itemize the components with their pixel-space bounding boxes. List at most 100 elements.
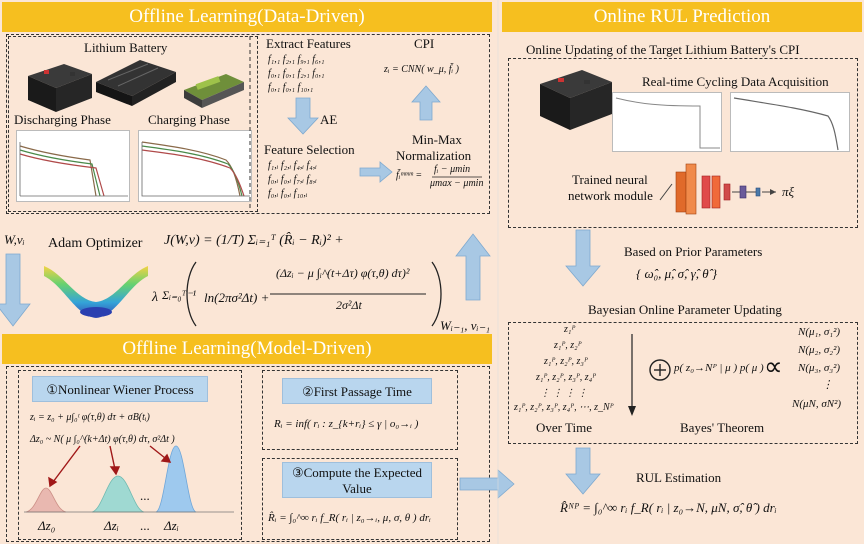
fpt-header: ②First Passage Time (282, 378, 432, 404)
selected-feature-row: f₁,ᵢ f₂,ᵢ f₄,ᵢ f₄,ᵢ (268, 160, 317, 171)
triangle-row-3: z₁ᴾ, z₂ᴾ, z₃ᴾ, z₄ᴾ (536, 372, 597, 383)
cpi-title: CPI (414, 36, 435, 51)
minmax-denominator: μmax − μmin (430, 178, 484, 189)
extract-feature-row: f₁,₁ f₂,₁ f₉,₁ f₆,₁ (268, 54, 325, 65)
online-band: Online RUL Prediction (502, 2, 862, 32)
dist-arrows (48, 445, 172, 488)
triangle-row-4: ⋮ ⋮ ⋮ ⋮ (540, 388, 588, 399)
offline-model-band: Offline Learning(Model-Driven) (2, 334, 492, 364)
extract-feature-row: f₀,₁ f₀,₁ f₂,₁ f₀,₁ (268, 68, 325, 79)
battery-module-image (184, 74, 244, 108)
discharge-curves (19, 142, 128, 197)
offline-model-frame (6, 366, 490, 542)
params-right: Wᵢ₋₁, vᵢ₋₁ (440, 318, 490, 333)
expected-equation: R̂ᵢ = ∫₀^∞ rᵢ f_R( rᵢ | z₀→ᵢ, μ, σ, θ ) … (268, 512, 431, 524)
to-online-arrow (459, 469, 515, 499)
online-curve-2 (733, 97, 839, 151)
dist-label-1: Δzᵢ (104, 518, 119, 533)
bayes-box (508, 322, 858, 444)
wiener-increment-equation: Δz₀ ~ N( μ ∫₀^(k+Δt) φ(τ,θ) dτ, σ²Δt ) (30, 434, 175, 445)
selected-feature-row: f₀,ᵢ f₀,ᵢ f₁₀,ᵢ (268, 188, 308, 199)
posterior-4: N(μN, σN²) (792, 398, 842, 410)
bayes-title: Bayesian Online Parameter Updating (588, 302, 782, 317)
rul-title: RUL Estimation (636, 470, 722, 485)
charge-curves (141, 141, 250, 197)
minmax-lhs: f̃ᵢᵐᵐᵐ = (396, 170, 423, 181)
dist-label-2: Δzᵢ (164, 518, 179, 533)
ae-label: AE (320, 112, 338, 127)
feature-selection-title: Feature Selection (264, 142, 355, 157)
prior-params: { ω̂₀, μ̂, σ̂, γ̂, θ̂ } (636, 266, 718, 281)
triangle-row-5: z₁ᴾ, z₂ᴾ, z₃ᴾ, z₄ᴾ, ⋯, z_Nᴾ (514, 402, 614, 413)
selected-feature-row: f₀,ᵢ f₀,ᵢ f₇,ᵢ f₈,ᵢ (268, 174, 317, 185)
over-time-label: Over Time (536, 420, 592, 435)
rul-equation: R̂ᴺᴾ = ∫₀^∞ rᵢ f_R( rᵢ | z₀→N, μN, σ̂, θ… (560, 500, 777, 515)
wiener-box (18, 370, 242, 540)
plus-circle (649, 359, 671, 381)
bayes-likelihood-prior: p( z₀→Nᴾ | μ ) p( μ ) (674, 362, 764, 374)
online-down-arrow-1 (565, 229, 601, 287)
charging-label: Charging Phase (148, 112, 230, 127)
expected-header: ③Compute the Expected Value (282, 462, 432, 498)
distribution-curve-0 (25, 487, 67, 513)
lambda-symbol: λ (152, 290, 159, 305)
left-down-arrow (0, 253, 31, 327)
to-minmax-arrow (359, 161, 393, 183)
charge-curve-plot (138, 130, 252, 202)
extract-feature-row: f₀,₁ f₀,₁ f₁₀,₁ (268, 82, 314, 93)
expected-header-line1: ③Compute the Expected (291, 465, 423, 480)
online-down-arrow-2 (565, 447, 601, 495)
posterior-1: N(μ₂, σ₂²) (798, 344, 841, 356)
discharge-curve-plot (16, 130, 130, 202)
cpi-update-box (508, 58, 858, 228)
minmax-numerator: fᵢ − μmin (434, 164, 471, 175)
minmax-title-2: Normalization (396, 148, 472, 163)
cpi-update-title: Online Updating of the Target Lithium Ba… (526, 42, 800, 57)
minmax-title: Min-Max (412, 132, 462, 147)
posterior-2: N(μ₃, σ₃²) (798, 362, 841, 374)
fpt-box (262, 370, 458, 450)
trained-nn-label-2: network module (568, 188, 653, 203)
distribution-curve-2 (155, 445, 197, 513)
dist-dots-upper: ... (140, 488, 150, 503)
extract-features-title: Extract Features (266, 36, 351, 51)
discharging-label: Discharging Phase (14, 112, 111, 127)
online-plot-2 (730, 92, 850, 152)
posterior-3: ⋮ (822, 379, 833, 391)
trained-nn-label-1: Trained neural (572, 172, 648, 187)
expected-box (262, 458, 458, 540)
battery-title: Lithium Battery (84, 40, 168, 55)
cpi-equation: zᵢ = CNN( w_μ, f̃ᵢ ) (384, 64, 459, 75)
wiener-equation: zᵢ = z₀ + μ∫₀ᵗ φ(τ,θ) dτ + σB(tᵢ) (30, 412, 150, 423)
ln-term: ln(2πσ²Δt) + (204, 290, 270, 305)
triangle-row-1: z₁ᴾ, z₂ᴾ (554, 340, 582, 351)
battery-box (8, 36, 258, 212)
nn-layers (659, 163, 776, 215)
online-plot-1 (612, 92, 722, 152)
adam-optimizer-label: Adam Optimizer (48, 236, 143, 251)
nn-output-symbol: πξ (782, 184, 795, 199)
battery-box-image (28, 64, 92, 112)
cpi-up-arrow (411, 85, 441, 121)
wiener-loss-denominator: 2σ²Δt (336, 298, 362, 312)
offline-data-frame (6, 34, 490, 214)
online-battery (540, 70, 612, 130)
loss-surface-icon (44, 266, 148, 318)
params-left: W,vᵢ (4, 232, 25, 247)
triangle-row-2: z₁ᴾ, z₂ᴾ, z₃ᴾ (544, 356, 588, 367)
online-curve-1 (615, 97, 720, 149)
bayes-theorem-label: Bayes' Theorem (680, 420, 765, 435)
offline-data-band: Offline Learning(Data-Driven) (2, 2, 492, 32)
dist-label-0: Δz₀ (38, 518, 56, 533)
distribution-curve-1 (91, 475, 145, 513)
wiener-loss-numerator: (Δzᵢ − μ ∫ᵢ^(t+Δτ) φ(τ,θ) dτ)² (276, 266, 410, 280)
wiener-header: ①Nonlinear Wiener Process (32, 376, 208, 402)
